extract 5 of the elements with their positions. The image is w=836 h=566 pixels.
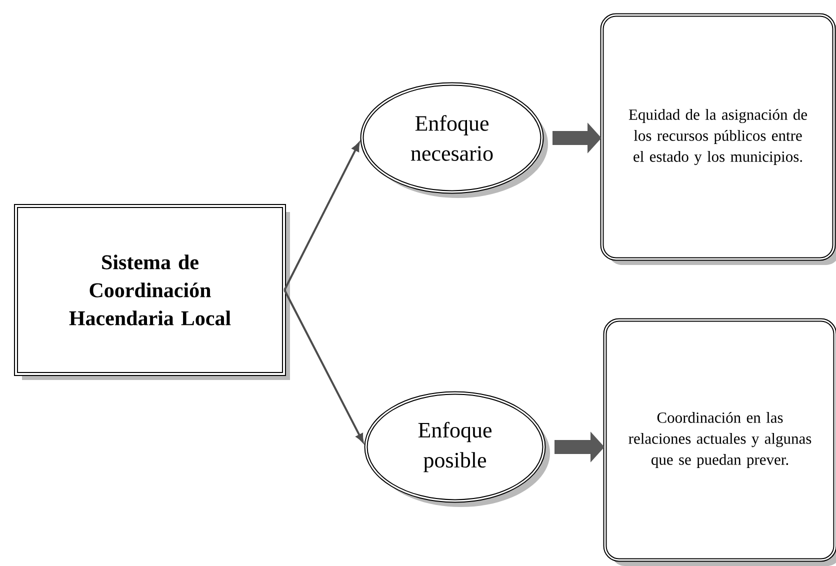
arrow — [284, 142, 360, 290]
description-box: Equidad de la asignación de los recursos públicos entre el estado y los municipios. — [600, 13, 836, 265]
arrow — [284, 290, 364, 443]
title-box: Sistema de Coordinación Hacendaria Local — [14, 204, 290, 380]
description-box: Coordinación en las relaciones actuales y algunas que se puedan prever. — [603, 318, 836, 566]
